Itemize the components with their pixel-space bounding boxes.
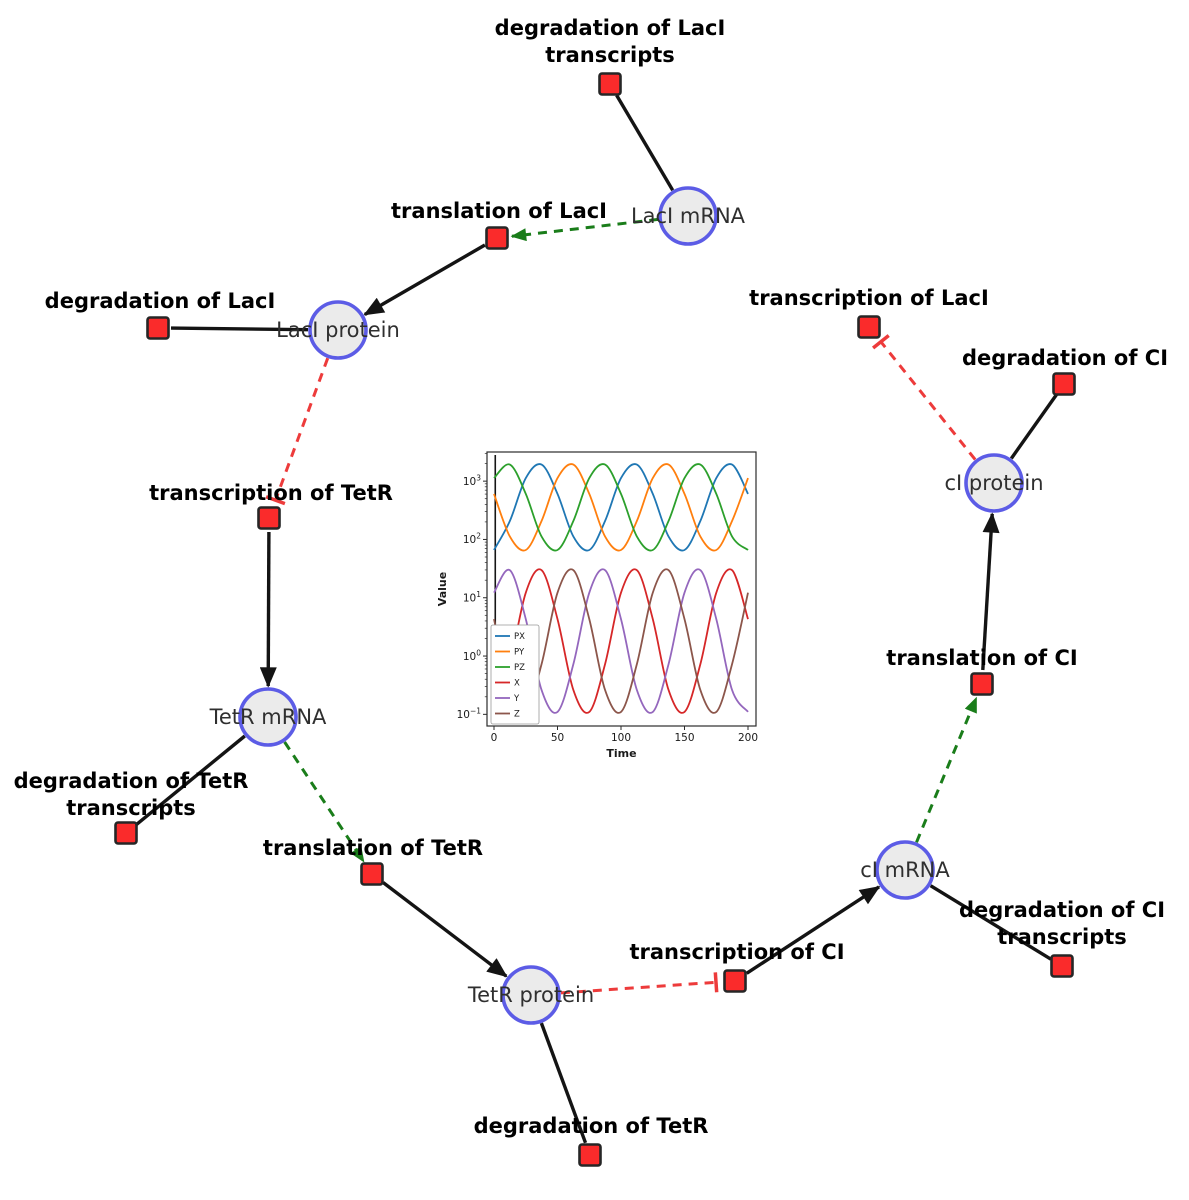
species-label-tetr_protein: TetR protein: [467, 983, 594, 1007]
reaction-label-deg_ci_tr: transcripts: [997, 925, 1127, 949]
reaction-label-deg_ci_tr: degradation of CI: [959, 898, 1165, 922]
legend-label-PY: PY: [514, 648, 525, 658]
legend-label-Y: Y: [513, 694, 520, 704]
edge-tetr_protein-transc_ci[interactable]: [560, 972, 719, 995]
reaction-node-deg_laci[interactable]: [146, 316, 170, 340]
chart-legend: PX PY PZ XYZ: [490, 624, 540, 725]
legend-label-X: X: [514, 679, 520, 689]
species-label-ci_protein: cI protein: [944, 471, 1043, 495]
y-axis-title: Value: [436, 572, 449, 606]
edge-ci_protein-deg_ci[interactable]: [1009, 393, 1058, 460]
x-tick-label: 150: [674, 732, 694, 744]
reaction-label-deg_ci: degradation of CI: [962, 346, 1168, 370]
inset-chart-background: [425, 437, 773, 770]
species-node-tetr_protein[interactable]: [501, 965, 561, 1025]
x-tick-label: 50: [551, 732, 564, 744]
reaction-node-transc_ci[interactable]: [723, 969, 747, 993]
reaction-label-deg_laci_tr: transcripts: [545, 43, 675, 67]
legend-label-Z: Z: [514, 710, 520, 720]
species-node-tetr_mrna[interactable]: [238, 687, 298, 747]
edge-laci_mrna-deg_laci_tr[interactable]: [615, 94, 675, 192]
reaction-node-deg_tetr[interactable]: [578, 1143, 602, 1167]
reaction-node-deg_ci[interactable]: [1052, 372, 1076, 396]
reaction-label-transc_tetr: transcription of TetR: [149, 481, 393, 505]
series-PX: [493, 463, 749, 552]
edge-transc_tetr-tetr_mrna[interactable]: [259, 531, 277, 688]
reaction-label-transl_tetr: translation of TetR: [263, 836, 483, 860]
x-axis-title: Time: [606, 747, 636, 760]
reaction-label-transl_ci: translation of CI: [886, 646, 1077, 670]
reaction-node-transl_tetr[interactable]: [360, 862, 384, 886]
x-tick-label: 0: [491, 732, 498, 744]
nodes-layer: [114, 72, 1076, 1167]
reaction-label-transl_laci: translation of LacI: [391, 199, 607, 223]
species-node-ci_protein[interactable]: [964, 453, 1024, 513]
series-PY: [493, 463, 749, 552]
reaction-label-deg_tetr_tr: transcripts: [66, 796, 196, 820]
edge-laci_protein-deg_laci[interactable]: [170, 326, 309, 332]
edge-transl_ci-ci_protein[interactable]: [981, 512, 1000, 671]
edges-layer: [135, 94, 1058, 1144]
x-tick-label: 200: [738, 732, 758, 744]
reaction-node-transc_tetr[interactable]: [257, 506, 281, 530]
legend-label-PX: PX: [514, 632, 525, 642]
edge-transl_laci-laci_protein[interactable]: [363, 243, 486, 316]
reaction-label-deg_laci: degradation of LacI: [45, 289, 276, 313]
species-node-laci_protein[interactable]: [308, 300, 368, 360]
reaction-node-deg_tetr_tr[interactable]: [114, 821, 138, 845]
series-X: [493, 568, 749, 714]
reaction-label-transc_ci: transcription of CI: [629, 940, 844, 964]
edge-transc_ci-ci_mrna[interactable]: [745, 885, 881, 975]
edge-laci_mrna-transl_laci[interactable]: [510, 217, 659, 242]
series-PZ: [493, 463, 749, 552]
reaction-label-deg_tetr: degradation of TetR: [474, 1114, 709, 1138]
reaction-node-deg_ci_tr[interactable]: [1050, 954, 1074, 978]
edge-tetr_protein-deg_tetr[interactable]: [539, 1022, 588, 1144]
legend-label-PZ: PZ: [514, 663, 525, 673]
reaction-node-transl_laci[interactable]: [485, 226, 509, 250]
reaction-node-transl_ci[interactable]: [970, 672, 994, 696]
x-tick-label: 100: [611, 732, 631, 744]
species-label-ci_mrna: cI mRNA: [860, 858, 950, 882]
reaction-node-transc_laci[interactable]: [857, 315, 881, 339]
species-label-laci_mrna: LacI mRNA: [631, 204, 746, 228]
species-node-laci_mrna[interactable]: [658, 186, 718, 246]
edge-transl_tetr-tetr_protein[interactable]: [382, 881, 508, 978]
edge-laci_protein-transc_tetr[interactable]: [265, 357, 330, 506]
reaction-label-deg_laci_tr: degradation of LacI: [495, 16, 726, 40]
species-label-laci_protein: LacI protein: [276, 318, 400, 342]
edge-tetr_mrna-transl_tetr[interactable]: [283, 741, 365, 863]
edge-ci_mrna-deg_ci_tr[interactable]: [929, 884, 1052, 961]
reaction-node-deg_laci_tr[interactable]: [598, 72, 622, 96]
species-node-ci_mrna[interactable]: [875, 840, 935, 900]
reaction-label-deg_tetr_tr: degradation of TetR: [14, 769, 249, 793]
edge-ci_mrna-transl_ci[interactable]: [915, 696, 978, 843]
reaction-label-transc_laci: transcription of LacI: [749, 286, 989, 310]
legend-box: [490, 624, 540, 725]
species-label-tetr_mrna: TetR mRNA: [209, 705, 327, 729]
edge-tetr_mrna-deg_tetr_tr[interactable]: [135, 734, 246, 827]
